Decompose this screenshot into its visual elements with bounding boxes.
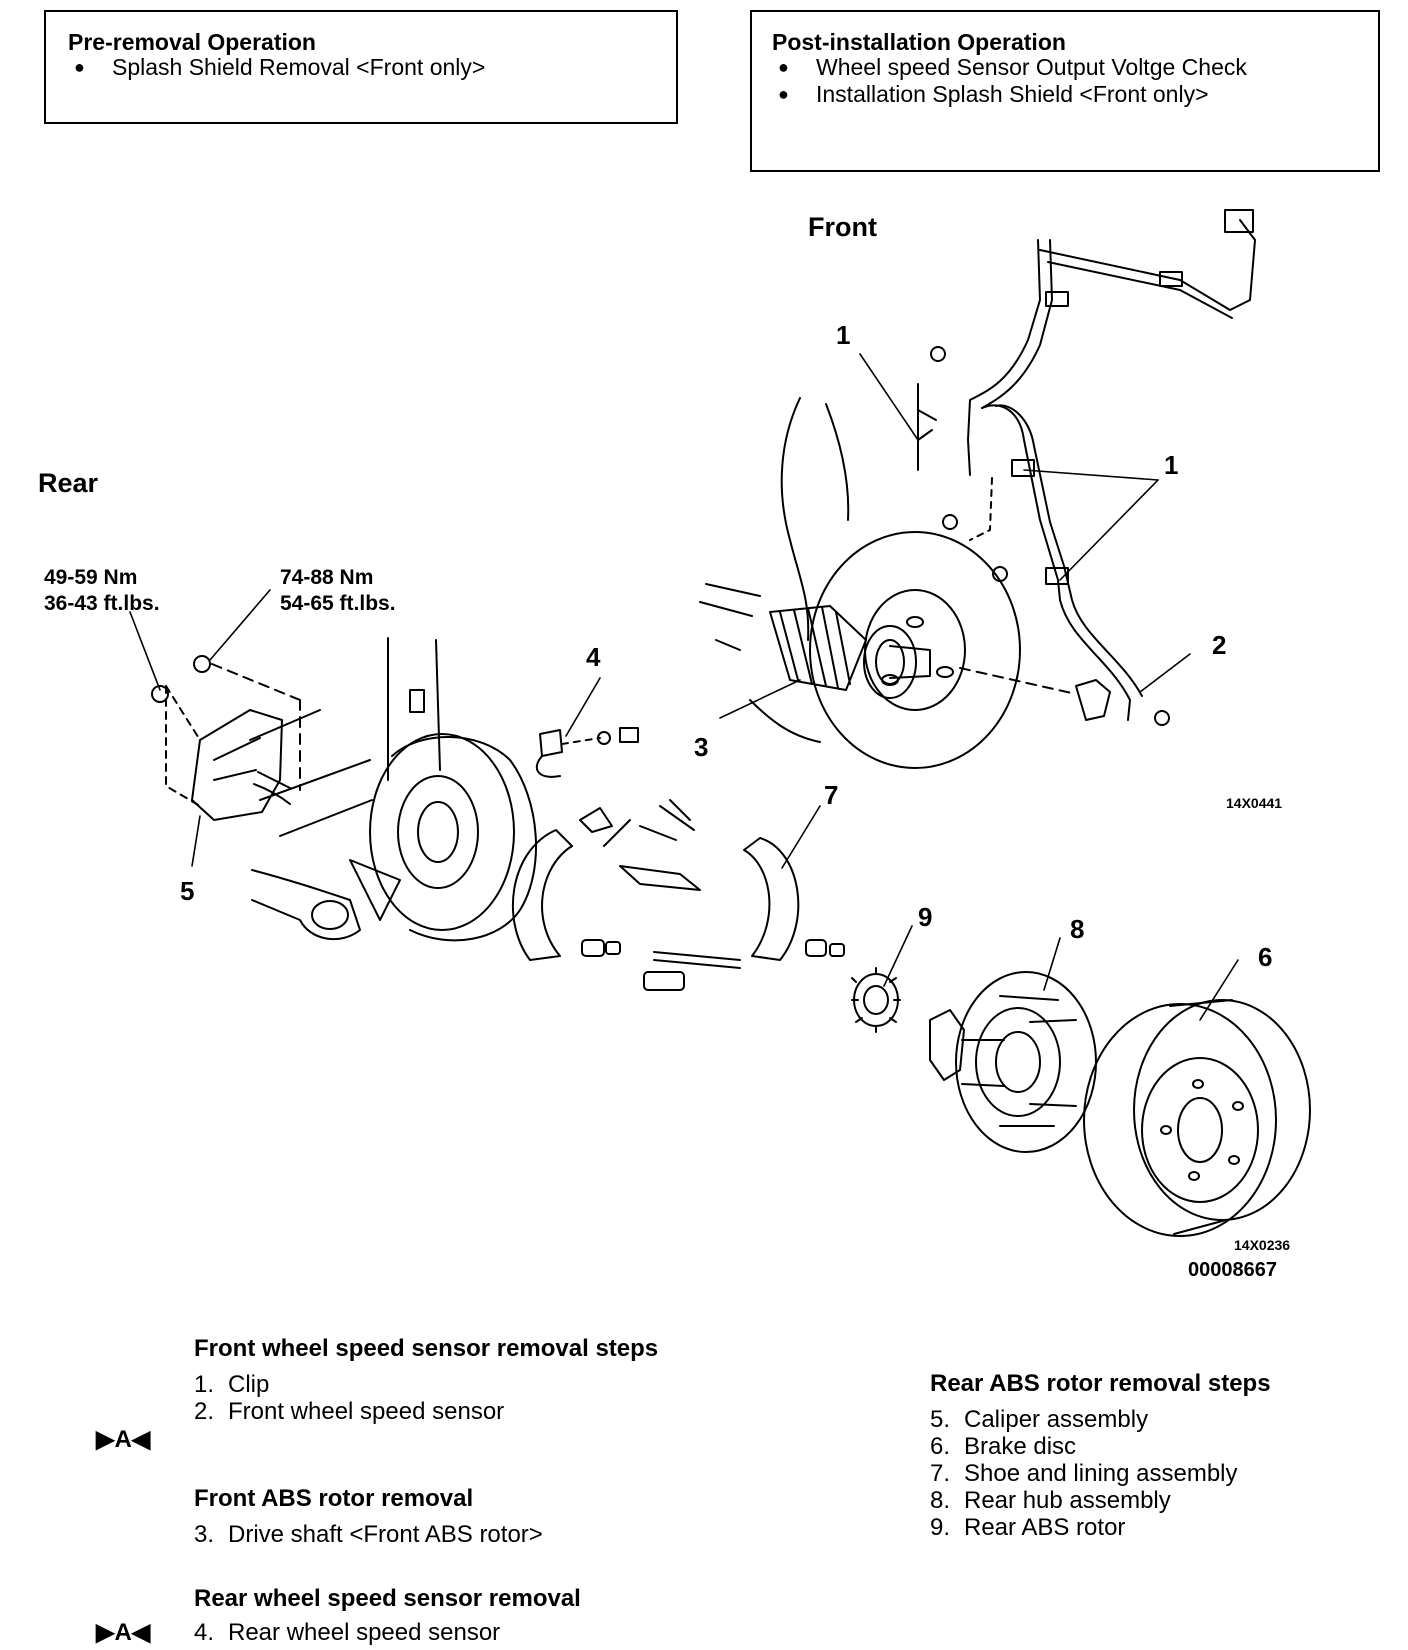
rear-brake-shoes bbox=[257, 771, 845, 991]
callout-9: 9 bbox=[918, 902, 932, 932]
step-text: Drive shaft <Front ABS rotor> bbox=[228, 1521, 543, 1548]
rear-wheel-speed-sensor bbox=[535, 727, 639, 778]
torque-2-nm: 74-88 Nm bbox=[280, 566, 373, 589]
rear-label: Rear bbox=[38, 468, 99, 498]
front-sensor-removal-heading: Front wheel speed sensor removal steps bbox=[194, 1335, 659, 1362]
procedure-step: 1. Clip bbox=[194, 1371, 674, 1398]
pre-removal-item: ● Splash Shield Removal <Front only> bbox=[68, 54, 676, 81]
step-text: Front wheel speed sensor bbox=[228, 1398, 505, 1425]
callout-1-upper: 1 bbox=[836, 320, 850, 350]
front-label: Front bbox=[808, 212, 877, 242]
step-number: 1. bbox=[194, 1371, 215, 1398]
step-text: Rear wheel speed sensor bbox=[228, 1619, 501, 1646]
post-installation-title: Post-installation Operation bbox=[772, 29, 1066, 55]
callout-1-right: 1 bbox=[1164, 450, 1178, 480]
rear-rotor-removal-section: Rear ABS rotor removal steps 5. Caliper … bbox=[930, 1370, 1370, 1541]
rear-brake-drum bbox=[1083, 999, 1311, 1237]
post-installation-item: ● Wheel speed Sensor Output Voltge Check bbox=[772, 54, 1378, 81]
pre-removal-title: Pre-removal Operation bbox=[68, 29, 316, 55]
bullet-icon: ● bbox=[74, 57, 85, 77]
rear-abs-rotor bbox=[851, 967, 901, 1033]
procedure-step: 2. Front wheel speed sensor bbox=[194, 1398, 674, 1425]
front-sensor-harness bbox=[917, 209, 1256, 726]
torque-2-ftlbs: 54-65 ft.lbs. bbox=[280, 592, 396, 615]
bullet-icon: ● bbox=[778, 84, 789, 104]
procedure-step: 3. Drive shaft <Front ABS rotor> bbox=[194, 1521, 674, 1548]
rear-backing-plate bbox=[349, 733, 537, 942]
ref-code-rear: 14X0236 bbox=[1234, 1237, 1290, 1253]
step-text: Clip bbox=[228, 1371, 270, 1398]
post-installation-item: ● Installation Splash Shield <Front only… bbox=[772, 81, 1378, 108]
ref-code-document: 00008667 bbox=[1188, 1259, 1277, 1281]
step-number: 7. bbox=[930, 1460, 951, 1487]
front-strut-outline bbox=[699, 397, 850, 743]
front-sensor-removal-section: Front wheel speed sensor removal steps 1… bbox=[194, 1335, 674, 1425]
exploded-parts-diagram: Front Rear 49-59 Nm 36-43 ft.lbs. 74-88 … bbox=[38, 209, 1311, 1281]
post-installation-box: Post-installation Operation ● Wheel spee… bbox=[750, 10, 1380, 172]
procedure-step: 9. Rear ABS rotor bbox=[930, 1514, 1370, 1541]
procedure-step: 7. Shoe and lining assembly bbox=[930, 1460, 1370, 1487]
pre-removal-item-text: Splash Shield Removal <Front only> bbox=[112, 54, 486, 80]
step-number: 4. bbox=[194, 1619, 215, 1646]
bullet-icon: ● bbox=[778, 57, 789, 77]
rear-knuckle-arm bbox=[249, 637, 441, 940]
service-point-marker: ▶A◀ bbox=[96, 1619, 151, 1646]
torque-1-ftlbs: 36-43 ft.lbs. bbox=[44, 592, 160, 615]
callout-7: 7 bbox=[824, 780, 838, 810]
callout-8: 8 bbox=[1070, 914, 1084, 944]
post-installation-item-text: Installation Splash Shield <Front only> bbox=[816, 81, 1209, 107]
procedure-step: 6. Brake disc bbox=[930, 1433, 1370, 1460]
procedure-step: 5. Caliper assembly bbox=[930, 1406, 1370, 1433]
step-number: 8. bbox=[930, 1487, 951, 1514]
procedure-step: 8. Rear hub assembly bbox=[930, 1487, 1370, 1514]
rear-sensor-removal-section: Rear wheel speed sensor removal 4. Rear … bbox=[194, 1585, 694, 1646]
service-point-marker: ▶A◀ bbox=[96, 1426, 151, 1453]
callout-4: 4 bbox=[586, 642, 601, 672]
front-rotor-removal-heading: Front ABS rotor removal bbox=[194, 1485, 474, 1512]
callout-3: 3 bbox=[694, 732, 708, 762]
pre-removal-box: Pre-removal Operation ● Splash Shield Re… bbox=[44, 10, 678, 124]
procedure-step: 4. Rear wheel speed sensor bbox=[194, 1619, 694, 1646]
step-text: Rear hub assembly bbox=[964, 1487, 1171, 1514]
rear-hub-assembly bbox=[929, 971, 1097, 1153]
front-drive-shaft bbox=[769, 605, 931, 699]
callout-leaders bbox=[129, 353, 1239, 1021]
step-number: 5. bbox=[930, 1406, 951, 1433]
post-installation-item-text: Wheel speed Sensor Output Voltge Check bbox=[816, 54, 1247, 80]
rear-caliper bbox=[151, 655, 301, 821]
step-text: Shoe and lining assembly bbox=[964, 1460, 1238, 1487]
rear-sensor-removal-heading: Rear wheel speed sensor removal bbox=[194, 1585, 581, 1612]
step-number: 3. bbox=[194, 1521, 215, 1548]
callout-6: 6 bbox=[1258, 942, 1272, 972]
step-number: 6. bbox=[930, 1433, 951, 1460]
front-brake-disc bbox=[809, 531, 1021, 769]
front-wheel-speed-sensor bbox=[959, 667, 1111, 721]
ref-code-front: 14X0441 bbox=[1226, 795, 1282, 811]
front-rotor-removal-section: Front ABS rotor removal 3. Drive shaft <… bbox=[194, 1485, 674, 1548]
step-text: Brake disc bbox=[964, 1433, 1077, 1460]
rear-rotor-removal-heading: Rear ABS rotor removal steps bbox=[930, 1370, 1271, 1397]
step-text: Caliper assembly bbox=[964, 1406, 1149, 1433]
step-number: 2. bbox=[194, 1398, 215, 1425]
step-number: 9. bbox=[930, 1514, 951, 1541]
callout-5: 5 bbox=[180, 876, 194, 906]
step-text: Rear ABS rotor bbox=[964, 1514, 1126, 1541]
torque-1-nm: 49-59 Nm bbox=[44, 566, 137, 589]
callout-2: 2 bbox=[1212, 630, 1226, 660]
